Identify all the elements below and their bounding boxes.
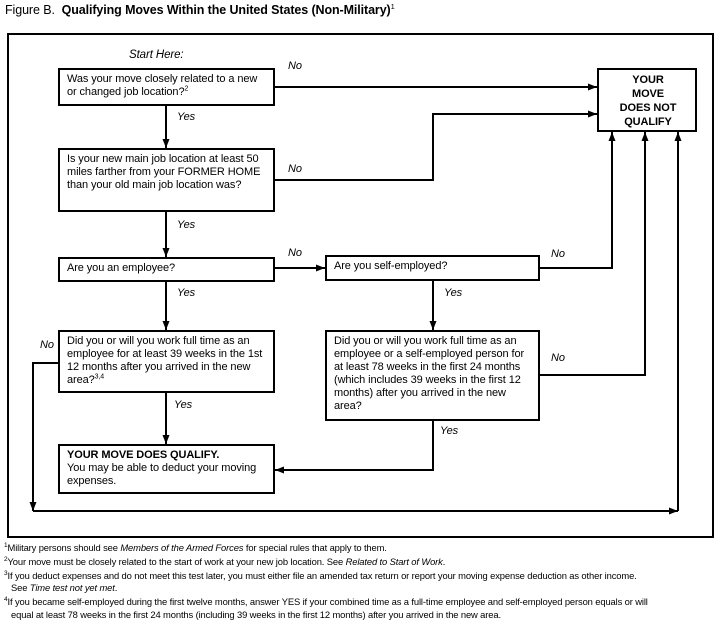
figure-title: Figure B. Qualifying Moves Within the Un… xyxy=(5,3,395,17)
node-q3a-employee: Are you an employee? xyxy=(58,257,275,282)
footnote-4-number: 4 xyxy=(4,596,8,603)
node-q2-text: Is your new main job location at least 5… xyxy=(67,153,261,191)
footnote-2: 2Your move must be closely related to th… xyxy=(4,555,446,567)
node-q4b-text: Did you or will you work full time as an… xyxy=(334,335,525,412)
node-q1-text: Was your move closely related to a new o… xyxy=(67,73,258,98)
label-no-q1: No xyxy=(288,60,302,72)
node-q4a-39-weeks: Did you or will you work full time as an… xyxy=(58,330,275,393)
label-yes-q3b: Yes xyxy=(444,287,463,299)
arrow-q2-no xyxy=(275,110,597,181)
node-q3b-text: Are you self-employed? xyxy=(334,260,448,272)
node-q4a-text: Did you or will you work full time as an… xyxy=(67,335,263,386)
node-move-qualifies: YOUR MOVE DOES QUALIFY. You may be able … xyxy=(58,444,275,494)
flow-connectors xyxy=(7,33,714,538)
footnote-1: 1Military persons should see Members of … xyxy=(4,541,387,553)
qualify-heading: YOUR MOVE DOES QUALIFY. xyxy=(67,449,220,461)
label-yes-q4b: Yes xyxy=(440,425,459,437)
node-move-does-not-qualify: YOUR MOVE DOES NOT QUALIFY xyxy=(597,68,697,132)
footnote-4: 4If you became self-employed during the … xyxy=(4,596,648,620)
arrow-q4b-no xyxy=(540,132,649,376)
node-q1-job-related: Was your move closely related to a new o… xyxy=(58,68,275,106)
flowchart: Start Here: Was your move closely relate… xyxy=(7,33,714,538)
label-no-q3b: No xyxy=(551,248,565,260)
label-yes-q3a: Yes xyxy=(177,287,196,299)
footnote-1-number: 1 xyxy=(4,541,8,549)
label-no-q4a: No xyxy=(40,339,54,351)
node-q3b-self-employed: Are you self-employed? xyxy=(325,255,540,281)
footnote-2-number: 2 xyxy=(4,555,8,563)
label-yes-q1: Yes xyxy=(177,111,196,123)
arrow-q4a-no-down xyxy=(29,362,58,511)
label-no-q3a: No xyxy=(288,247,302,259)
label-yes-q2: Yes xyxy=(177,219,196,231)
footnote-3: 3If you deduct expenses and do not meet … xyxy=(4,569,637,594)
node-q4b-78-weeks: Did you or will you work full time as an… xyxy=(325,330,540,421)
label-yes-q4a: Yes xyxy=(174,399,193,411)
node-q4a-footnote-ref: 3,4 xyxy=(94,373,105,381)
footnotes: 1Military persons should see Members of … xyxy=(4,542,718,622)
label-no-q2: No xyxy=(288,163,302,175)
start-here-label: Start Here: xyxy=(129,49,184,61)
label-no-q4b: No xyxy=(551,352,565,364)
figure-label: Figure B. xyxy=(5,3,55,17)
node-q1-footnote-ref: 2 xyxy=(184,85,189,93)
figure-title-text: Qualifying Moves Within the United State… xyxy=(61,3,391,17)
arrow-q4b-yes xyxy=(275,421,434,474)
figure-title-footnote-ref: 1 xyxy=(390,1,395,11)
qualify-body: You may be able to deduct your moving ex… xyxy=(67,462,257,487)
node-q2-distance-test: Is your new main job location at least 5… xyxy=(58,148,275,212)
footnote-3-number: 3 xyxy=(4,569,8,577)
arrow-q3b-no xyxy=(540,132,616,269)
node-q3a-text: Are you an employee? xyxy=(67,262,176,274)
flowchart-border xyxy=(7,33,714,538)
